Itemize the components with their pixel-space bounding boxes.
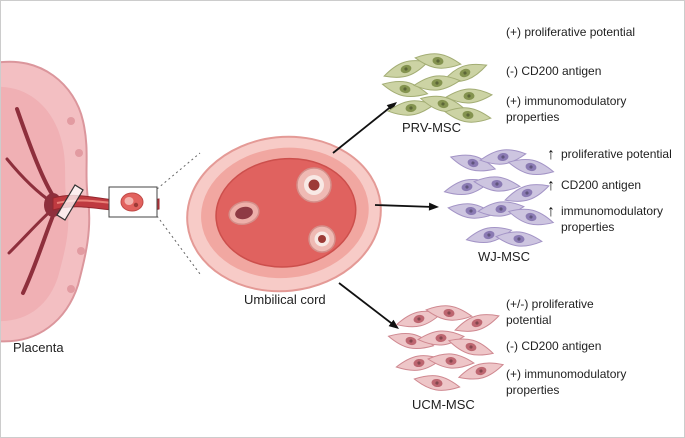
wj-annotation-cd200-text: CD200 antigen (561, 178, 642, 192)
prv-annotation-immuno: (+) immunomodulatory properties (506, 94, 627, 124)
arrow-to-ucm (338, 282, 399, 329)
wj-annotation-immuno-text: immunomodulatory properties (561, 204, 664, 234)
umbilical-vein (228, 200, 260, 226)
wj-msc-label: WJ-MSC (478, 249, 530, 264)
placenta-label: Placenta (13, 340, 64, 355)
prv-msc-label: PRV-MSC (402, 120, 461, 135)
cord-mini-cross-section (120, 192, 144, 212)
ucm-annotation-cd200: (-) CD200 antigen (506, 339, 602, 353)
umbilical-cord-cross-section (186, 135, 382, 293)
umbilical-artery-1 (296, 167, 332, 203)
wj-cells (443, 149, 555, 247)
wj-annotation-immuno: ↑ immunomodulatory properties (547, 203, 682, 235)
cord-clamp-icon (56, 184, 84, 221)
wj-annotation-proliferative: ↑ proliferative potential (547, 147, 682, 163)
arrow-to-prv (332, 102, 397, 154)
prv-cells (381, 53, 494, 123)
projection-line-top (156, 152, 201, 190)
wj-annotation-cd200: ↑ CD200 antigen (547, 178, 682, 194)
wj-annotation-proliferative-text: proliferative potential (561, 147, 672, 161)
placenta-illustration (1, 60, 91, 343)
ucm-msc-label: UCM-MSC (412, 397, 475, 412)
projection-line-bottom (156, 215, 201, 275)
ucm-annotation-proliferative: (+/-) proliferative potential (506, 297, 594, 327)
prv-annotation-proliferative: (+) proliferative potential (506, 25, 636, 39)
arrow-to-wj (374, 202, 439, 211)
umbilical-cord-label: Umbilical cord (244, 292, 326, 307)
increase-arrow-icon: ↑ (547, 177, 555, 194)
prv-annotation-cd200: (-) CD200 antigen (506, 64, 602, 78)
increase-arrow-icon: ↑ (547, 146, 555, 163)
ucm-annotation-immuno: (+) immunomodulatory properties (506, 367, 627, 397)
umbilical-artery-2 (308, 225, 336, 253)
increase-arrow-icon: ↑ (547, 203, 555, 220)
ucm-cells (387, 305, 505, 391)
